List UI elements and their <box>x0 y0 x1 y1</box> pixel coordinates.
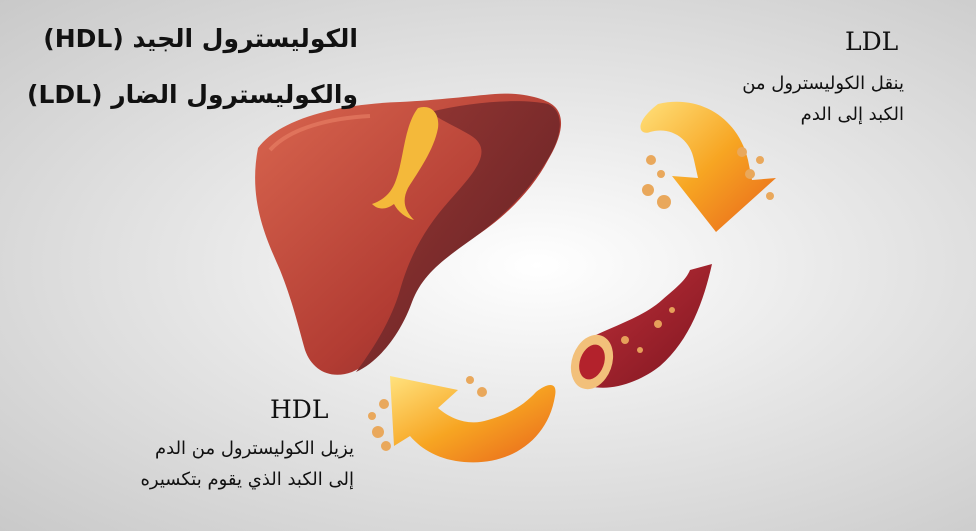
ldl-description: ينقل الكوليسترول من الكبد إلى الدم <box>742 68 904 130</box>
hdl-description-line-2: إلى الكبد الذي يقوم بتكسيره <box>141 464 355 495</box>
hdl-arrow <box>368 376 555 462</box>
ldl-description-line-2: الكبد إلى الدم <box>742 99 904 130</box>
hdl-description-line-1: يزيل الكوليسترول من الدم <box>141 433 355 464</box>
hdl-heading: HDL <box>270 395 328 424</box>
title-line-1: الكوليسترول الجيد (HDL) <box>43 24 358 53</box>
title-line-2: والكوليسترول الضار (LDL) <box>27 80 358 109</box>
ldl-description-line-1: ينقل الكوليسترول من <box>742 68 904 99</box>
liver-illustration <box>255 94 561 375</box>
blood-vessel <box>564 264 712 395</box>
hdl-description: يزيل الكوليسترول من الدم إلى الكبد الذي … <box>141 433 355 495</box>
ldl-heading: LDL <box>845 27 898 56</box>
